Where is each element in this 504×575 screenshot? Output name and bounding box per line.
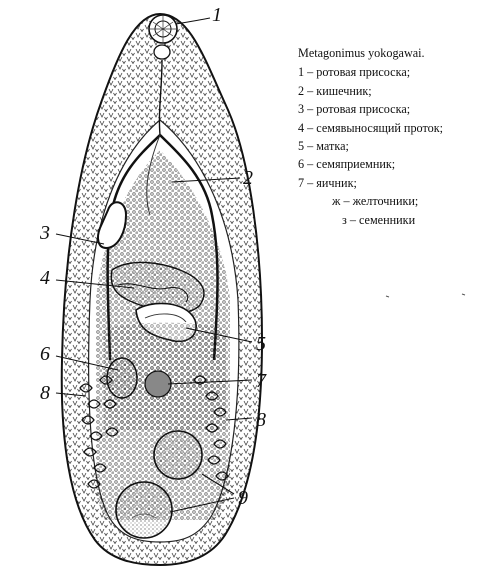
testis-upper: [153, 430, 203, 480]
label-2: 2: [243, 167, 253, 189]
legend: Metagonimus yokogawai. 1 – ротовая присо…: [298, 44, 502, 229]
oral-sucker: [148, 14, 178, 44]
testis-lower: [115, 481, 173, 539]
vitellaria-right: [193, 375, 229, 481]
label-5: 5: [256, 333, 266, 355]
pharynx: [153, 44, 171, 60]
esophagus: [158, 59, 163, 136]
legend-item-z: з – семенники: [342, 212, 416, 227]
label-9: 9: [238, 487, 248, 509]
label-8-right: 8: [256, 409, 266, 431]
label-7: 7: [256, 370, 267, 392]
label-6: 6: [40, 343, 50, 365]
legend-item-7: 7 – яичник;: [298, 175, 357, 190]
legend-item-1: 1 – ротовая присоска;: [298, 65, 411, 80]
ventral-sucker: [97, 201, 128, 250]
label-4: 4: [40, 267, 50, 289]
vitellaria-left: [79, 375, 119, 489]
legend-item-3: 3 – ротовая присоска;: [298, 102, 411, 117]
label-8-left: 8: [40, 382, 50, 404]
ovary: [144, 370, 172, 398]
leader-lines: [55, 17, 253, 513]
seminal-receptacle: [106, 357, 138, 399]
legend-item-4: 4 – семявыносящий проток;: [298, 120, 444, 135]
legend-item-5: 5 – матка;: [298, 139, 349, 154]
label-1: 1: [212, 4, 222, 26]
legend-item-6: 6 – семяприемник;: [298, 157, 396, 172]
legend-item-zh: ж – желточники;: [332, 194, 419, 209]
vas-deferens: [110, 261, 205, 314]
stray-marks: [385, 293, 466, 298]
label-3: 3: [39, 222, 50, 244]
legend-title: Metagonimus yokogawai.: [298, 46, 425, 60]
legend-item-2: 2 – кишечник;: [298, 83, 372, 98]
